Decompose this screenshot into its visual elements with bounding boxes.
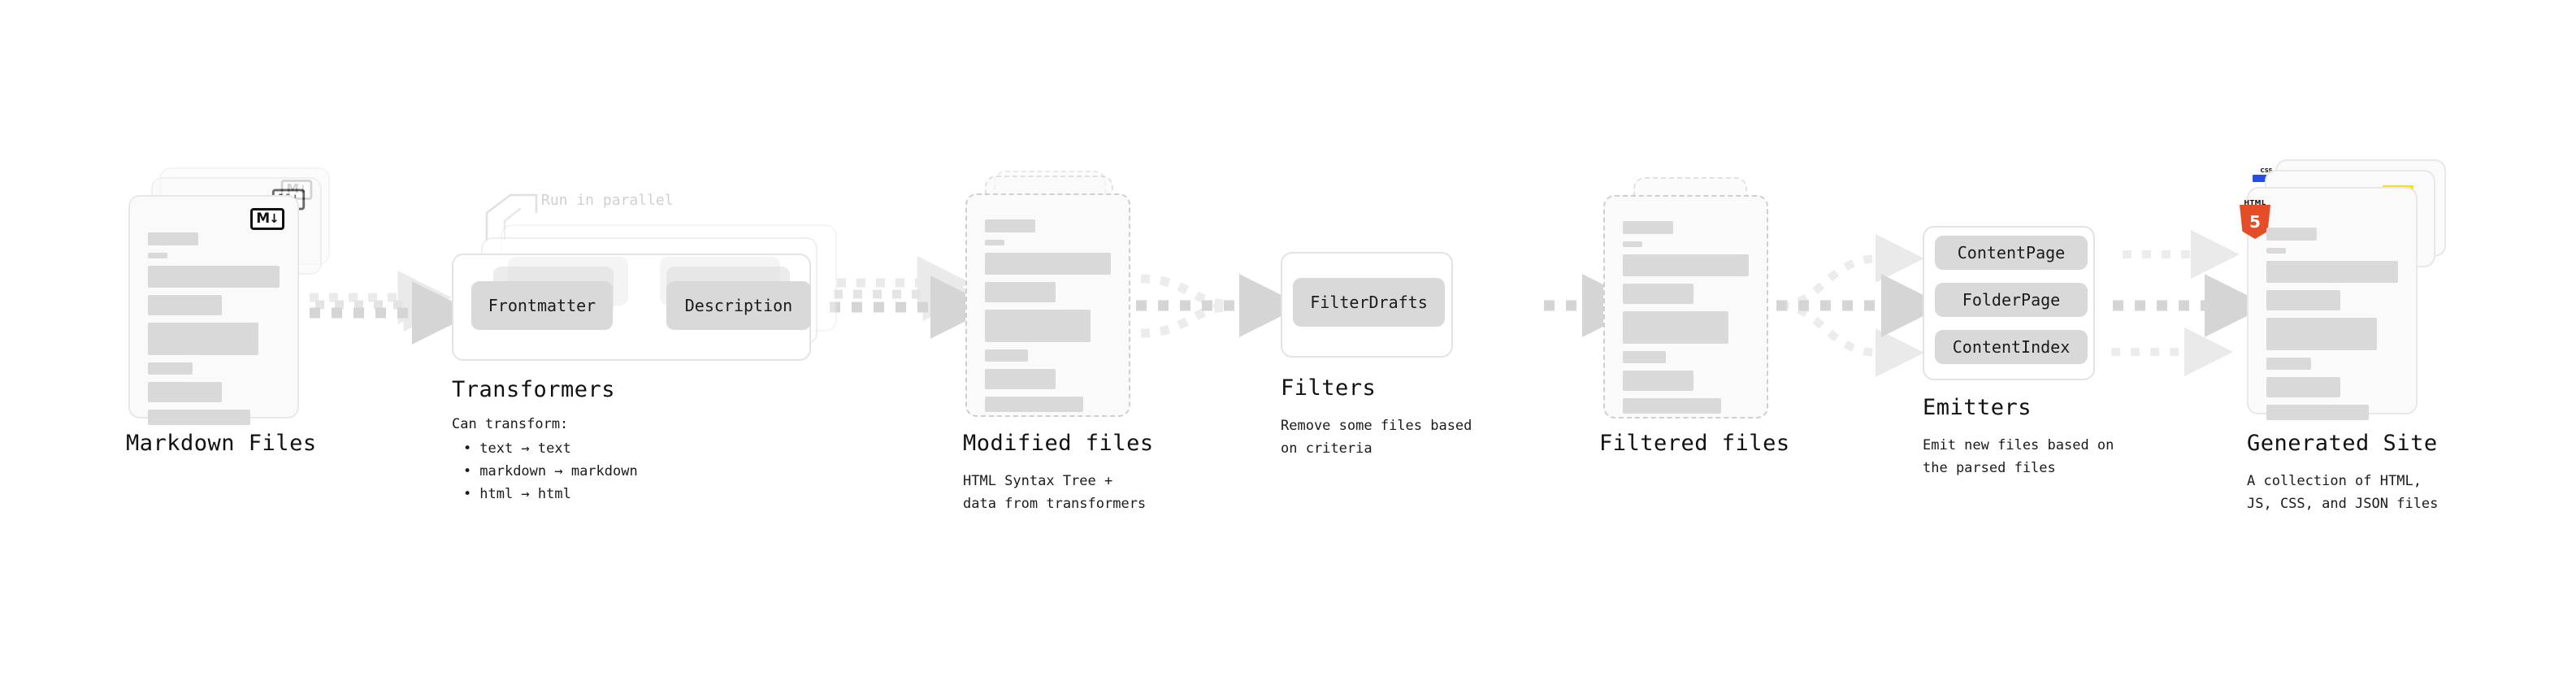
- placeholder-bar: [148, 410, 251, 425]
- placeholder-bar: [148, 382, 222, 402]
- html5-digit: 5: [2249, 212, 2261, 232]
- transformer-pill-label: Frontmatter: [488, 296, 596, 315]
- transformer-pill-description[interactable]: Description: [666, 281, 811, 330]
- placeholder-bar: [2266, 290, 2340, 310]
- markdown-files-title: Markdown Files: [126, 431, 317, 456]
- generated-site-title: Generated Site: [2247, 431, 2438, 456]
- placeholder-bar: [148, 362, 193, 375]
- placeholder-bar: [148, 323, 259, 355]
- modified-card-front: [965, 193, 1130, 417]
- markdown-card-front: M↓: [128, 195, 299, 425]
- placeholder-bar: [2266, 318, 2378, 350]
- placeholder-bar: [148, 232, 198, 245]
- placeholder-bar: [1623, 221, 1673, 234]
- arrow-filtered-to-emitters: [1776, 234, 1945, 377]
- transform-list-header: Can transform:: [452, 416, 569, 432]
- placeholder-bar: [985, 397, 1083, 412]
- emitter-pill-contentindex[interactable]: ContentIndex: [1935, 330, 2088, 364]
- placeholder-bar: [985, 349, 1028, 362]
- arrow-modified-to-filters: [1136, 274, 1303, 338]
- filter-pill-label: FilterDrafts: [1310, 293, 1428, 312]
- filtered-files-title: Filtered files: [1599, 431, 1790, 456]
- transformer-pill-label: Description: [684, 296, 793, 315]
- filtered-placeholder-lines: [1623, 221, 1749, 421]
- generated-placeholder-lines: [2266, 228, 2398, 427]
- placeholder-bar: [1623, 241, 1642, 247]
- filters-desc: Remove some files based on criteria: [1281, 418, 1472, 458]
- placeholder-bar: [985, 219, 1035, 232]
- placeholder-bar: [148, 266, 280, 288]
- placeholder-bar: [148, 253, 167, 258]
- placeholder-bar: [2266, 358, 2312, 370]
- run-in-parallel-note: Run in parallel: [541, 192, 674, 209]
- arrow-emitters-to-generated: [2111, 230, 2268, 376]
- placeholder-bar: [2266, 261, 2398, 283]
- placeholder-bar: [2266, 228, 2317, 241]
- filtered-card-front: [1603, 195, 1768, 419]
- placeholder-bar: [2266, 248, 2286, 254]
- emitter-pill-label: FolderPage: [1962, 290, 2061, 310]
- placeholder-bar: [1623, 311, 1729, 344]
- emitters-desc: Emit new files based on the parsed files: [1923, 437, 2114, 477]
- modified-files-desc: HTML Syntax Tree + data from transformer…: [963, 473, 1147, 513]
- transformers-capabilities: Can transform: text → text markdown → ma…: [452, 413, 638, 505]
- placeholder-bar: [985, 310, 1091, 342]
- placeholder-bar: [2266, 377, 2340, 397]
- placeholder-bar: [148, 295, 222, 315]
- placeholder-bar: [1623, 351, 1666, 363]
- arrow-markdown-to-transformers: [310, 271, 475, 345]
- placeholder-bar: [985, 369, 1056, 389]
- html5-caption: HTML: [2244, 199, 2266, 206]
- placeholder-bar: [985, 282, 1056, 302]
- generated-card-front: HTML 5: [2240, 187, 2418, 420]
- modified-files-title: Modified files: [963, 431, 1154, 456]
- markdown-placeholder-lines: [148, 232, 280, 432]
- filter-pill-filterdrafts[interactable]: FilterDrafts: [1293, 278, 1445, 327]
- modified-placeholder-lines: [985, 219, 1111, 419]
- transform-list-item: text → text: [463, 437, 638, 460]
- transform-list-item: markdown → markdown: [463, 460, 637, 483]
- transform-list-item: html → html: [463, 483, 638, 505]
- placeholder-bar: [1623, 371, 1693, 391]
- arrow-transformers-to-modified: [830, 256, 994, 339]
- markdown-badge-letter: M: [256, 210, 270, 227]
- placeholder-bar: [1623, 398, 1721, 414]
- markdown-badge-arrow: ↓: [269, 211, 280, 226]
- transformer-pill-frontmatter[interactable]: Frontmatter: [471, 281, 613, 330]
- placeholder-bar: [985, 253, 1111, 275]
- emitters-title: Emitters: [1923, 395, 2032, 420]
- emitter-pill-contentpage[interactable]: ContentPage: [1935, 236, 2088, 270]
- filters-title: Filters: [1281, 375, 1377, 401]
- placeholder-bar: [985, 240, 1004, 245]
- placeholder-bar: [1623, 284, 1693, 304]
- html5-icon: HTML 5: [2238, 199, 2272, 239]
- emitter-pill-folderpage[interactable]: FolderPage: [1935, 283, 2088, 317]
- transformers-title: Transformers: [452, 377, 616, 402]
- emitter-pill-label: ContentPage: [1957, 243, 2066, 262]
- generated-site-desc: A collection of HTML, JS, CSS, and JSON …: [2247, 473, 2439, 513]
- emitter-pill-label: ContentIndex: [1952, 337, 2071, 357]
- markdown-badge-front: M↓: [250, 208, 284, 230]
- placeholder-bar: [1623, 254, 1749, 276]
- placeholder-bar: [2266, 405, 2370, 420]
